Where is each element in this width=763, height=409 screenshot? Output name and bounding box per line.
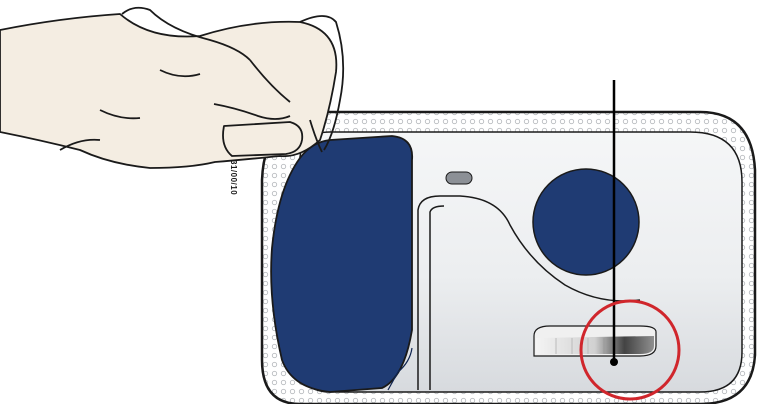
dose-window	[534, 326, 656, 356]
slot-indicator	[446, 172, 472, 184]
blue-cap	[271, 136, 412, 392]
hand-icon	[0, 8, 343, 168]
serial-label: 31/00/10	[228, 160, 238, 200]
round-button	[533, 169, 639, 275]
